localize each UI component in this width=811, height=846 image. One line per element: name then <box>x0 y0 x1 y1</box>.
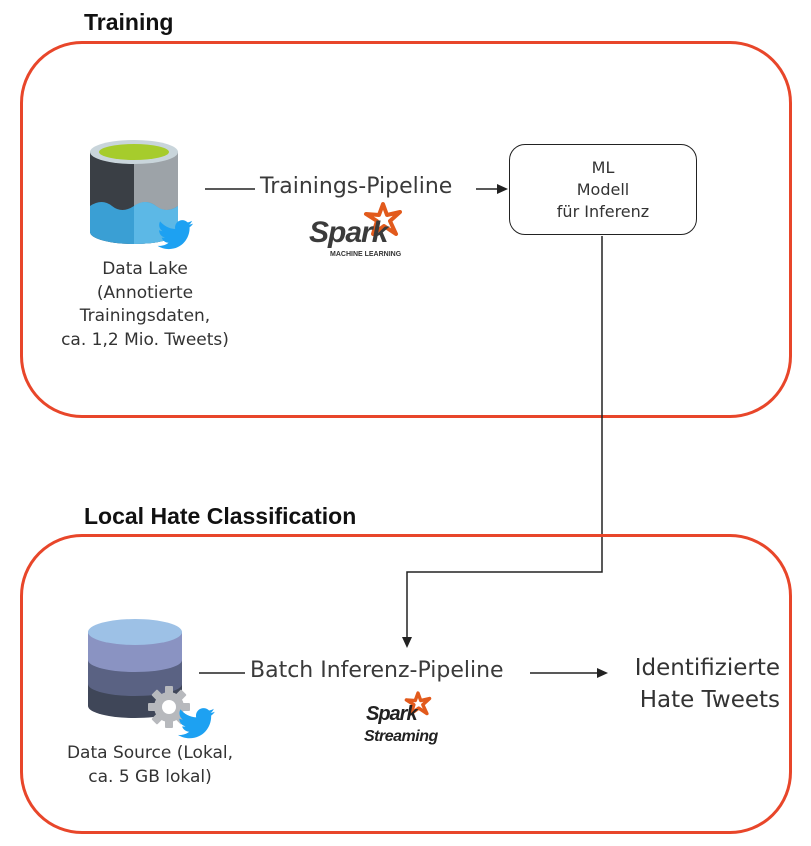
data-lake-icon <box>90 140 178 244</box>
spark-star-icon <box>364 202 402 236</box>
data-lake-label: Data Lake (Annotierte Trainingsdaten, ca… <box>61 259 229 350</box>
spark-star-icon-2 <box>404 691 432 716</box>
inference-pipeline-label: Batch Inferenz-Pipeline <box>250 658 504 683</box>
classification-frame <box>20 534 792 834</box>
data-source-label: Data Source (Lokal, ca. 5 GB lokal) <box>66 743 234 787</box>
result-label: Identifizierte Hate Tweets <box>610 652 780 716</box>
ml-model-line-2: Modell <box>576 179 630 199</box>
ml-model-box: ML Modell für Inferenz <box>509 144 697 235</box>
twitter-icon-2 <box>177 708 215 739</box>
result-line-2: Hate Tweets <box>639 687 780 713</box>
gear-icon <box>148 686 190 728</box>
training-frame <box>20 41 792 418</box>
spark-ml-logo-caption: MACHINE LEARNING <box>330 251 402 258</box>
result-line-1: Identifizierte <box>634 655 780 681</box>
training-pipeline-label: Trainings-Pipeline <box>260 174 453 199</box>
spark-streaming-logo-caption: Streaming <box>364 728 438 745</box>
training-title: Training <box>84 9 174 35</box>
classification-title: Local Hate Classification <box>84 503 357 529</box>
spark-streaming-logo-word: Spark <box>366 703 418 725</box>
ml-model-line-3: für Inferenz <box>556 201 650 221</box>
ml-model-line-1: ML <box>591 157 615 177</box>
spark-ml-logo-word: Spark <box>309 216 388 249</box>
twitter-icon <box>157 220 194 250</box>
